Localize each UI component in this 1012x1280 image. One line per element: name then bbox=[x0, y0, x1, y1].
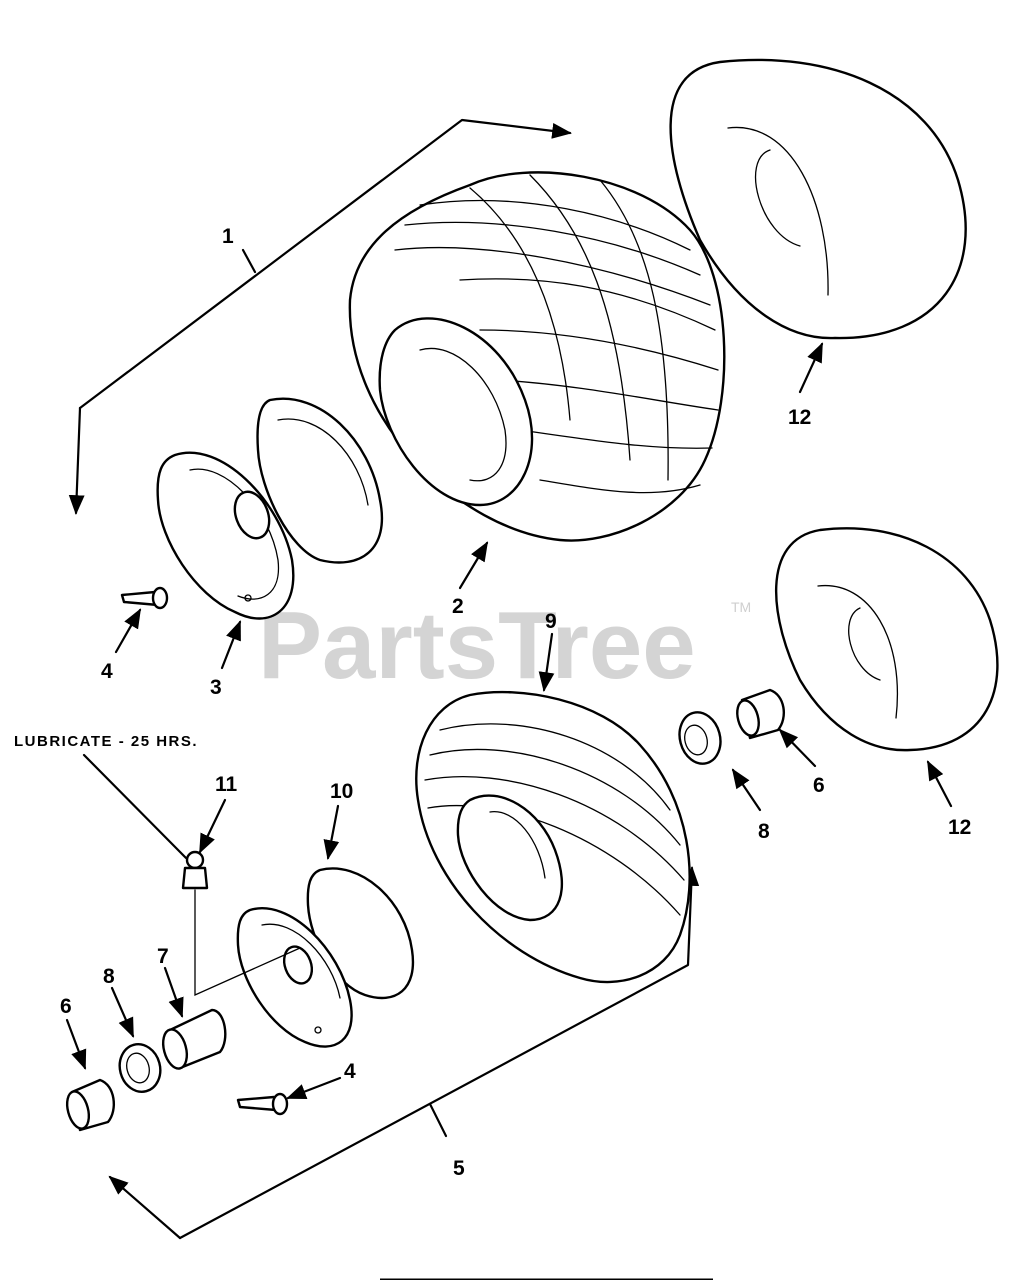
valve-stem-lower bbox=[236, 1092, 289, 1116]
inner-tube-upper bbox=[669, 58, 967, 340]
callout-8-upper: 8 bbox=[758, 820, 770, 843]
spacer-6-lower bbox=[65, 1078, 116, 1132]
bearing-8-upper bbox=[678, 711, 722, 765]
callout-12-lower: 12 bbox=[948, 816, 971, 839]
lubricate-note: LUBRICATE - 25 HRS. bbox=[14, 733, 198, 750]
callout-8-lower: 8 bbox=[103, 965, 115, 988]
bracket-1 bbox=[68, 118, 572, 515]
watermark-text: PartsTree bbox=[258, 592, 696, 699]
callout-arrows bbox=[65, 342, 953, 1100]
bushing-7 bbox=[161, 1008, 227, 1070]
callout-3: 3 bbox=[210, 676, 222, 699]
rear-rim bbox=[156, 397, 384, 620]
callout-9: 9 bbox=[545, 610, 557, 633]
rear-tire bbox=[348, 171, 726, 542]
callout-1: 1 bbox=[222, 225, 234, 248]
bracket-5 bbox=[108, 866, 700, 1240]
callout-6-lower: 6 bbox=[60, 995, 72, 1018]
callout-6-upper: 6 bbox=[813, 774, 825, 797]
watermark-trademark: TM bbox=[731, 599, 751, 615]
bearing-8-lower bbox=[118, 1043, 162, 1093]
callout-7: 7 bbox=[157, 945, 169, 968]
grease-fitting bbox=[181, 850, 301, 997]
callout-labels: 1 2 3 4 4 5 6 6 7 8 8 9 10 11 12 12 bbox=[60, 225, 971, 1180]
callout-5: 5 bbox=[453, 1157, 465, 1180]
callout-11: 11 bbox=[215, 773, 238, 796]
callout-4-lower: 4 bbox=[344, 1060, 356, 1083]
callout-10: 10 bbox=[330, 780, 353, 803]
callout-4-upper: 4 bbox=[101, 660, 113, 683]
lubricate-leader bbox=[82, 753, 188, 860]
callout-2: 2 bbox=[452, 595, 464, 618]
front-rim bbox=[236, 867, 415, 1048]
callout-12-upper: 12 bbox=[788, 406, 811, 429]
front-tire bbox=[415, 690, 691, 984]
spacer-6-upper bbox=[736, 688, 786, 740]
valve-stem-upper bbox=[120, 586, 169, 610]
inner-tube-lower bbox=[774, 527, 999, 752]
